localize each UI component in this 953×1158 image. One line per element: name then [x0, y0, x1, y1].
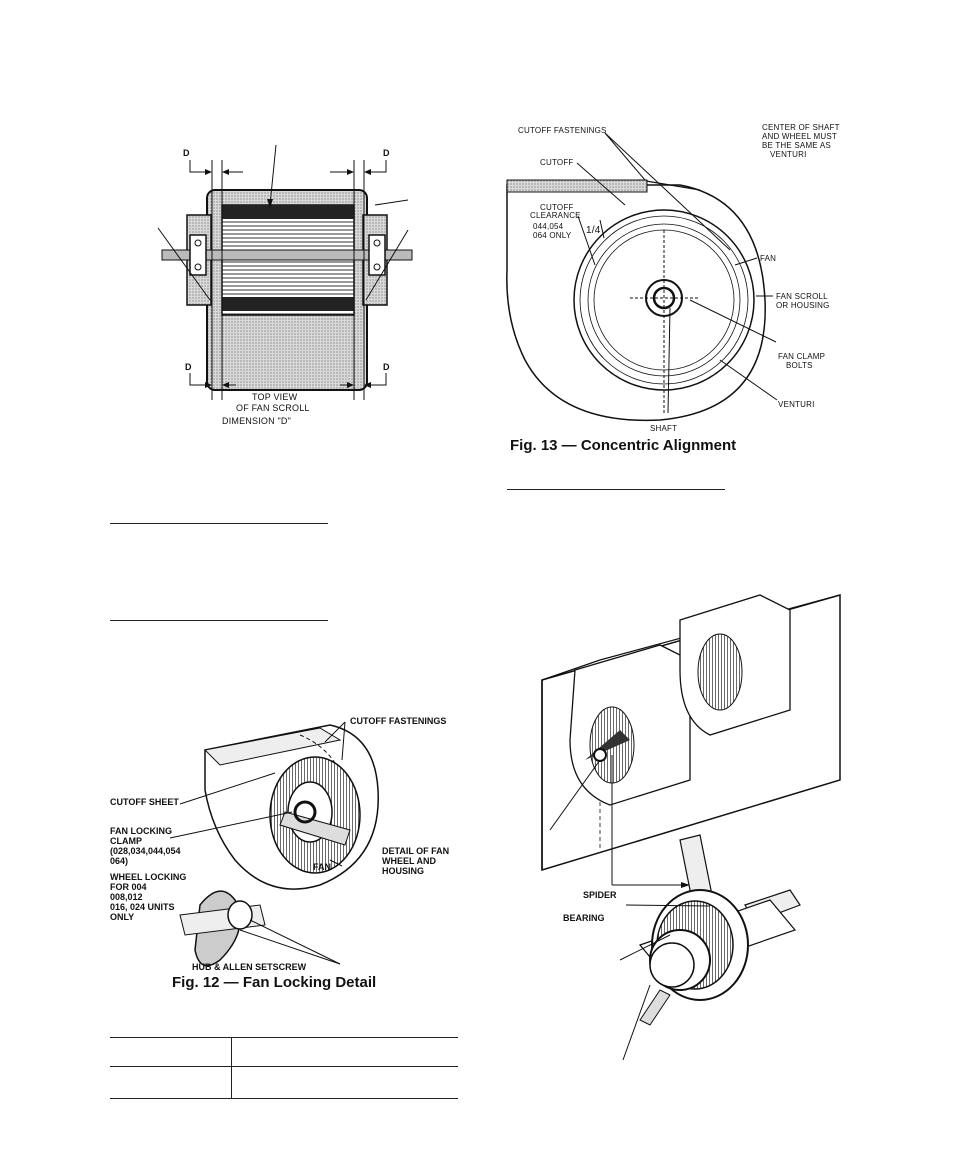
venturi-label: VENTURI [778, 400, 815, 409]
top-view-label: TOP VIEW [252, 392, 298, 402]
detail-3: HOUSING [382, 866, 425, 876]
d-label-bottom-right: D [383, 362, 390, 372]
models-2: 064 ONLY [533, 231, 572, 240]
detail-1: DETAIL OF FAN [382, 846, 450, 856]
fan-scroll-2: OR HOUSING [776, 301, 830, 310]
table-rule-bottom [110, 1098, 458, 1099]
cutoff-sheet-label: CUTOFF SHEET [110, 797, 179, 807]
bearing-label: BEARING [563, 913, 605, 923]
center-note-2: AND WHEEL MUST [762, 132, 837, 141]
rule-left-2 [110, 620, 328, 621]
center-note-1: CENTER OF SHAFT [762, 123, 840, 132]
center-note-3: BE THE SAME AS [762, 141, 831, 150]
fig12-cutoff-fastenings: CUTOFF FASTENINGS [350, 716, 447, 726]
of-fan-scroll-label: OF FAN SCROLL [236, 403, 310, 413]
wheel-locking-4: 016, 024 UNITS [110, 902, 175, 912]
d-label-bottom-left: D [185, 362, 192, 372]
wheel-locking-5: ONLY [110, 912, 135, 922]
center-note-4: VENTURI [770, 150, 807, 159]
d-label-top-right: D [383, 148, 390, 158]
fan-clamp-bolts-2: BOLTS [786, 361, 813, 370]
cutoff-label: CUTOFF [540, 158, 574, 167]
hub-setscrew-label: HUB & ALLEN SETSCREW [192, 962, 307, 972]
wheel-locking-3: 008,012 [110, 892, 143, 902]
fig13-caption: Fig. 13 — Concentric Alignment [510, 437, 737, 454]
table-column-divider [231, 1037, 232, 1099]
cutoff-clearance-2: CLEARANCE [530, 211, 581, 220]
table-rule-top [110, 1037, 458, 1038]
shaft-label: SHAFT [650, 424, 678, 433]
wheel-locking-1: WHEEL LOCKING [110, 872, 187, 882]
d-label-top-left: D [183, 148, 190, 158]
fan-locking-clamp-4: 064) [110, 856, 129, 866]
fan-scroll-1: FAN SCROLL [776, 292, 828, 301]
fan-label: FAN [760, 254, 777, 263]
cutoff-clearance-1: CUTOFF [540, 203, 574, 212]
fan-locking-clamp-2: CLAMP [110, 836, 142, 846]
wheel-locking-2: FOR 004 [110, 882, 147, 892]
clearance-value: 1/4 [586, 225, 601, 236]
rule-right-1 [507, 489, 725, 490]
fan-clamp-bolts-1: FAN CLAMP [778, 352, 826, 361]
fan-locking-clamp-3: (028,034,044,054 [110, 846, 181, 856]
fan-locking-clamp-1: FAN LOCKING [110, 826, 172, 836]
models-1: 044,054 [533, 222, 564, 231]
rule-left-1 [110, 523, 328, 524]
fig12-caption: Fig. 12 — Fan Locking Detail [172, 974, 377, 991]
table-rule-mid [110, 1066, 458, 1067]
fig12-fan-label: FAN [313, 862, 331, 872]
dimension-d-label: DIMENSION "D" [222, 416, 291, 426]
spider-label: SPIDER [583, 890, 617, 900]
detail-2: WHEEL AND [382, 856, 436, 866]
cutoff-fastenings-label: CUTOFF FASTENINGS [518, 126, 607, 135]
